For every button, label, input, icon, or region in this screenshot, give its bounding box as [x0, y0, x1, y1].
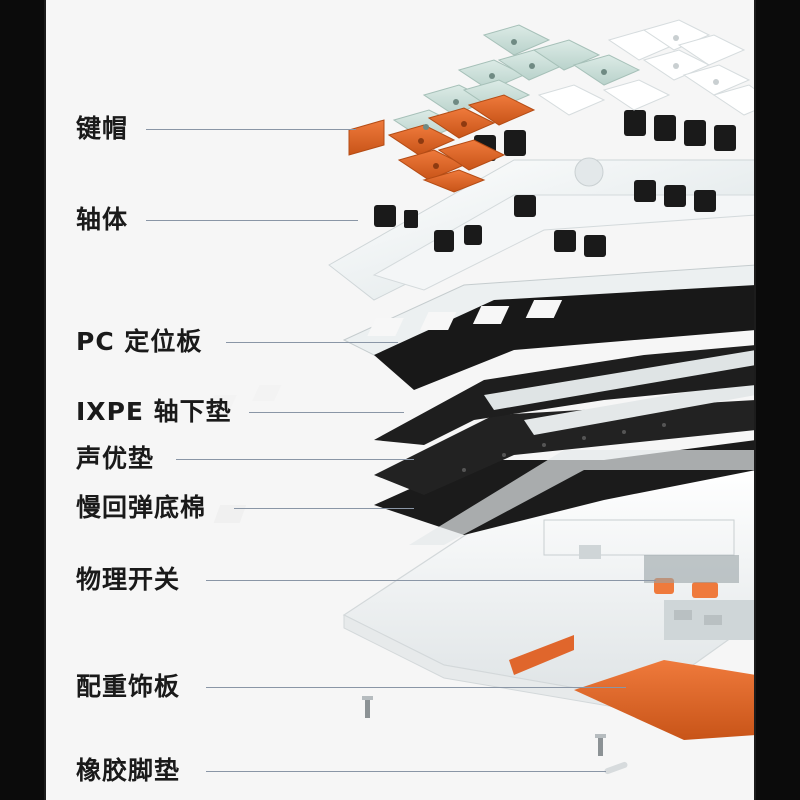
label-rubber-feet: 橡胶脚垫	[76, 756, 181, 785]
weight-plate	[509, 600, 756, 740]
frame-edge-left	[44, 0, 46, 800]
leader-ixpe-pad	[249, 412, 404, 414]
label-switches: 轴体	[76, 205, 129, 234]
leader-keycaps	[146, 129, 356, 131]
label-keycaps: 键帽	[76, 114, 129, 143]
label-sound-pad: 声优垫	[76, 444, 155, 473]
physical-switch	[644, 555, 739, 598]
exploded-view-panel: 键帽 轴体 PC 定位板 IXPE 轴下垫 声优垫 慢回弹底棉 物理开关 配重饰…	[44, 0, 756, 800]
leader-physical-switch	[206, 580, 656, 582]
screws	[362, 696, 628, 775]
label-physical-switch: 物理开关	[76, 565, 181, 594]
leader-weight-plate	[206, 687, 626, 689]
frame-edge-right	[754, 0, 756, 800]
ixpe-pad	[207, 345, 756, 445]
leader-sound-pad	[176, 459, 414, 461]
label-ixpe-pad: IXPE 轴下垫	[76, 397, 232, 426]
sound-pad	[374, 380, 756, 495]
label-bottom-foam: 慢回弹底棉	[76, 493, 207, 522]
leader-bottom-foam	[234, 508, 414, 510]
label-weight-plate: 配重饰板	[76, 672, 181, 701]
pc-plate	[342, 264, 756, 390]
leader-pc-plate	[226, 342, 398, 344]
keycaps	[348, 19, 756, 193]
leader-rubber-feet	[206, 771, 606, 773]
label-pc-plate: PC 定位板	[76, 327, 203, 356]
leader-switches	[146, 220, 358, 222]
keyboard-exploded-illustration	[207, 19, 756, 775]
